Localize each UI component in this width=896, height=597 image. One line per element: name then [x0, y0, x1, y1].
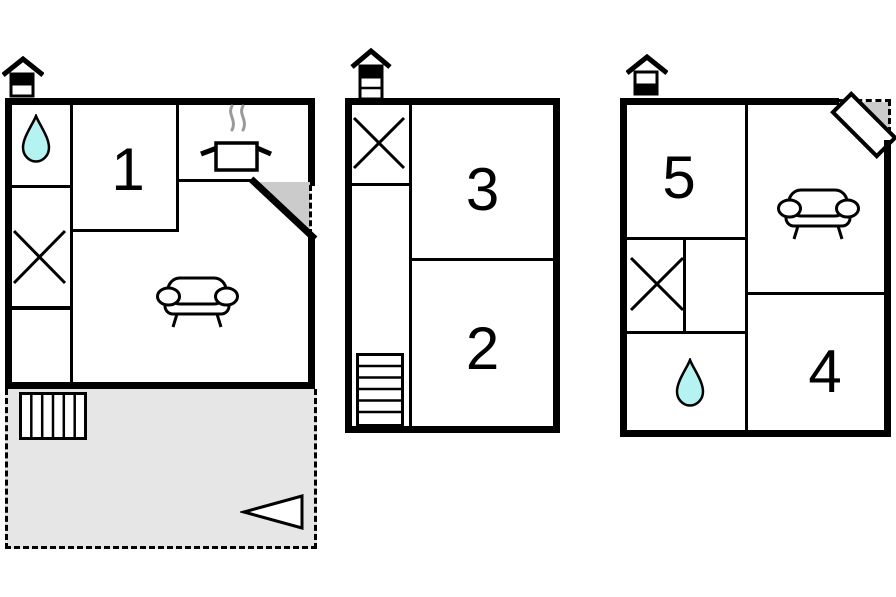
interior-wall [745, 105, 748, 430]
wall [884, 140, 891, 437]
room-label-5: 5 [662, 144, 696, 211]
room-label-2: 2 [465, 314, 500, 382]
interior-wall [352, 183, 409, 186]
window-cross-icon [352, 116, 406, 170]
interior-wall [176, 105, 179, 232]
wall [5, 98, 315, 105]
interior-wall [412, 258, 553, 261]
room-label-1: 1 [111, 136, 145, 203]
stairs-icon [356, 353, 404, 427]
interior-wall [627, 331, 745, 334]
wall [620, 98, 627, 437]
chimney-icon [2, 56, 44, 98]
water-drop-icon [21, 114, 51, 163]
wall [5, 98, 12, 389]
interior-wall [12, 306, 70, 310]
dashed-boundary [309, 185, 312, 235]
interior-wall [72, 229, 179, 232]
room-label-3: 3 [465, 155, 500, 223]
north-arrow-icon [240, 494, 304, 530]
interior-wall [179, 179, 255, 182]
stairs-icon [19, 392, 87, 440]
interior-wall [409, 105, 412, 426]
interior-wall [12, 185, 70, 188]
cooker-pot-icon [200, 104, 272, 172]
corner-cut [248, 176, 318, 242]
wall [308, 236, 315, 389]
sofa-icon [777, 188, 860, 240]
dashed-boundary [888, 100, 891, 142]
window-cross-icon [12, 229, 67, 285]
sofa-icon [156, 276, 239, 328]
room-label-4: 4 [808, 337, 842, 405]
interior-wall [748, 292, 884, 295]
dashed-boundary [837, 99, 891, 102]
chimney-icon [350, 47, 392, 101]
wall [345, 98, 560, 433]
water-drop-icon [675, 358, 705, 407]
window-cross-icon [629, 256, 685, 312]
interior-wall [683, 240, 686, 334]
wall [5, 382, 315, 389]
interior-wall [70, 105, 73, 382]
wall [620, 430, 891, 437]
wall [620, 98, 839, 105]
wall [308, 98, 315, 186]
chimney-icon [626, 54, 668, 96]
interior-wall [627, 237, 745, 240]
